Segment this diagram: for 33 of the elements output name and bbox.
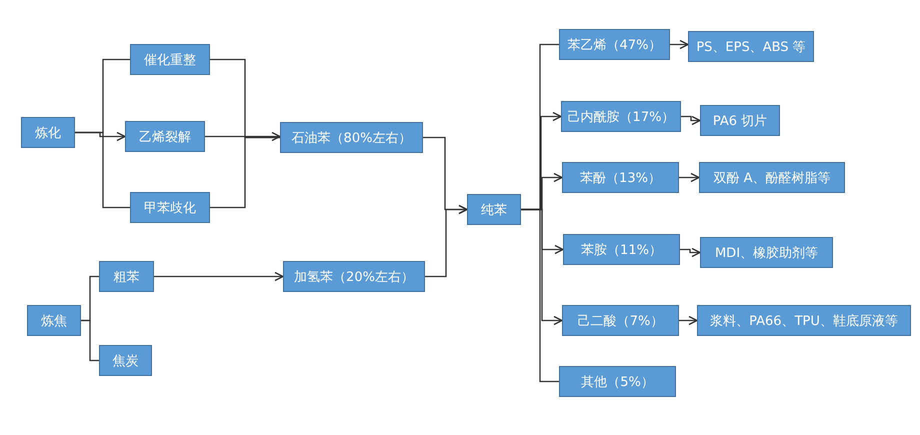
process-box: 乙烯裂解 <box>125 121 205 152</box>
process-box: 己二酸（7%） <box>562 305 679 336</box>
process-box: 催化重整 <box>130 44 210 75</box>
process-box: 苯乙烯（47%） <box>559 29 670 60</box>
process-box: 苯酚（13%） <box>562 162 679 193</box>
process-box: 粗苯 <box>99 261 154 292</box>
arrow <box>679 172 700 182</box>
process-box: 双酚 A、酚醛树脂等 <box>699 162 845 193</box>
arrow <box>205 132 281 142</box>
arrow <box>679 316 698 326</box>
process-box: 苯胺（11%） <box>563 234 680 265</box>
process-box: 焦炭 <box>99 345 152 376</box>
arrow <box>425 204 468 278</box>
process-box: 甲苯歧化 <box>130 192 210 223</box>
process-box: 纯苯 <box>467 194 521 225</box>
arrow <box>681 116 701 126</box>
process-box: 其他（5%） <box>559 366 676 397</box>
process-box: 炼化 <box>21 117 75 148</box>
process-box: 浆料、PA66、TPU、鞋底原液等 <box>697 305 911 336</box>
process-box: 己内酰胺（17%） <box>561 101 681 132</box>
process-box: PA6 切片 <box>700 105 780 136</box>
process-box: PS、EPS、ABS 等 <box>688 31 814 62</box>
process-box: MDI、橡胶助剂等 <box>700 237 833 268</box>
process-box: 石油苯（80%左右） <box>280 122 423 153</box>
connector-line <box>210 136 280 208</box>
process-box: 加氢苯（20%左右） <box>283 261 425 292</box>
arrow <box>680 248 701 258</box>
connector-line <box>81 320 99 362</box>
arrow <box>154 272 284 282</box>
connector-line <box>75 132 130 208</box>
process-box: 炼焦 <box>27 305 81 336</box>
arrow <box>670 40 689 50</box>
connector-line <box>521 208 559 382</box>
